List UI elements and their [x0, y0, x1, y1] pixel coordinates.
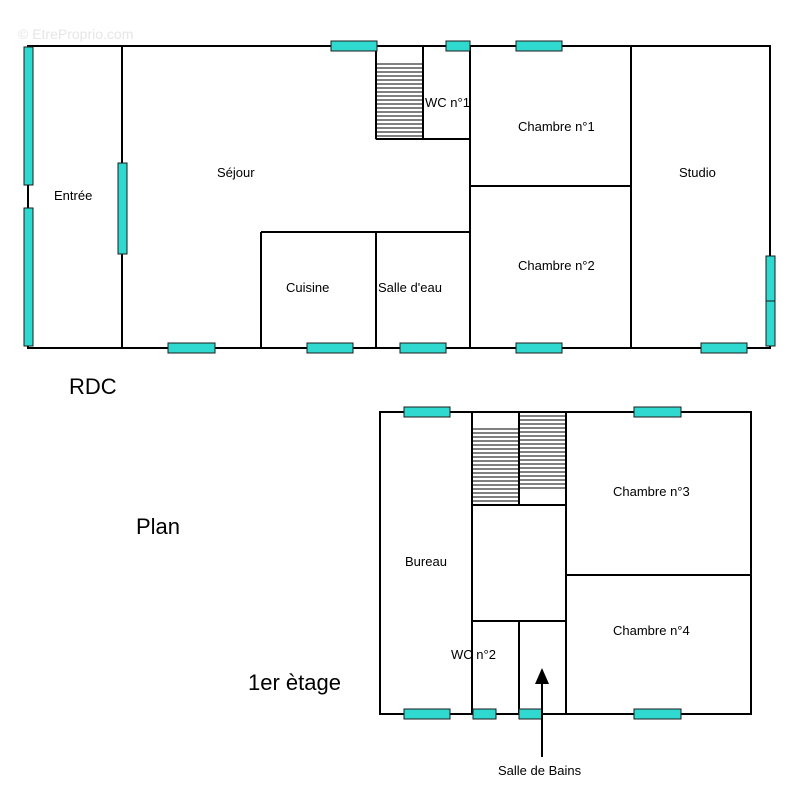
heading-rdc: RDC — [69, 374, 117, 399]
room-label-bureau: Bureau — [405, 554, 447, 569]
stair-frame — [518, 411, 567, 489]
room-label-salle-eau: Salle d'eau — [378, 280, 442, 295]
stair-frame — [471, 428, 520, 506]
window — [167, 342, 216, 354]
room-label-chambre1: Chambre n°1 — [518, 119, 595, 134]
window — [23, 46, 34, 186]
window — [117, 162, 128, 255]
room-label-cuisine: Cuisine — [286, 280, 329, 295]
window — [403, 708, 451, 720]
watermark-text: © EtreProprio.com — [18, 26, 133, 42]
arrow-head — [535, 668, 549, 684]
window — [765, 300, 776, 347]
room-label-sejour: Séjour — [217, 165, 255, 180]
heading-1er-etage: 1er ètage — [248, 670, 341, 695]
staircase-upper-right — [518, 411, 567, 489]
room-label-entree: Entrée — [54, 188, 92, 203]
room-label-studio: Studio — [679, 165, 716, 180]
window — [472, 708, 497, 720]
window — [399, 342, 447, 354]
upper-floor-plan: Bureau Chambre n°3 Chambre n°4 WC n°2 Sa… — [379, 406, 752, 778]
window — [23, 207, 34, 347]
window — [633, 708, 682, 720]
window — [700, 342, 748, 354]
window — [330, 40, 378, 52]
staircase-ground — [375, 63, 424, 140]
window — [515, 342, 563, 354]
heading-plan: Plan — [136, 514, 180, 539]
ground-floor-plan: Entrée Séjour WC n°1 Chambre n°1 Studio … — [23, 40, 776, 354]
room-label-wc2: WC n°2 — [451, 647, 496, 662]
window — [518, 708, 543, 720]
window — [306, 342, 354, 354]
stair-frame — [375, 63, 424, 140]
window — [445, 40, 471, 52]
ground-outer-wall — [27, 45, 771, 349]
window — [403, 406, 451, 418]
room-label-salle-bains: Salle de Bains — [498, 763, 582, 778]
room-label-chambre3: Chambre n°3 — [613, 484, 690, 499]
window — [633, 406, 682, 418]
room-label-wc1: WC n°1 — [425, 95, 470, 110]
staircase-upper-left — [471, 428, 520, 506]
room-label-chambre4: Chambre n°4 — [613, 623, 690, 638]
window — [515, 40, 563, 52]
room-label-chambre2: Chambre n°2 — [518, 258, 595, 273]
window — [765, 255, 776, 302]
